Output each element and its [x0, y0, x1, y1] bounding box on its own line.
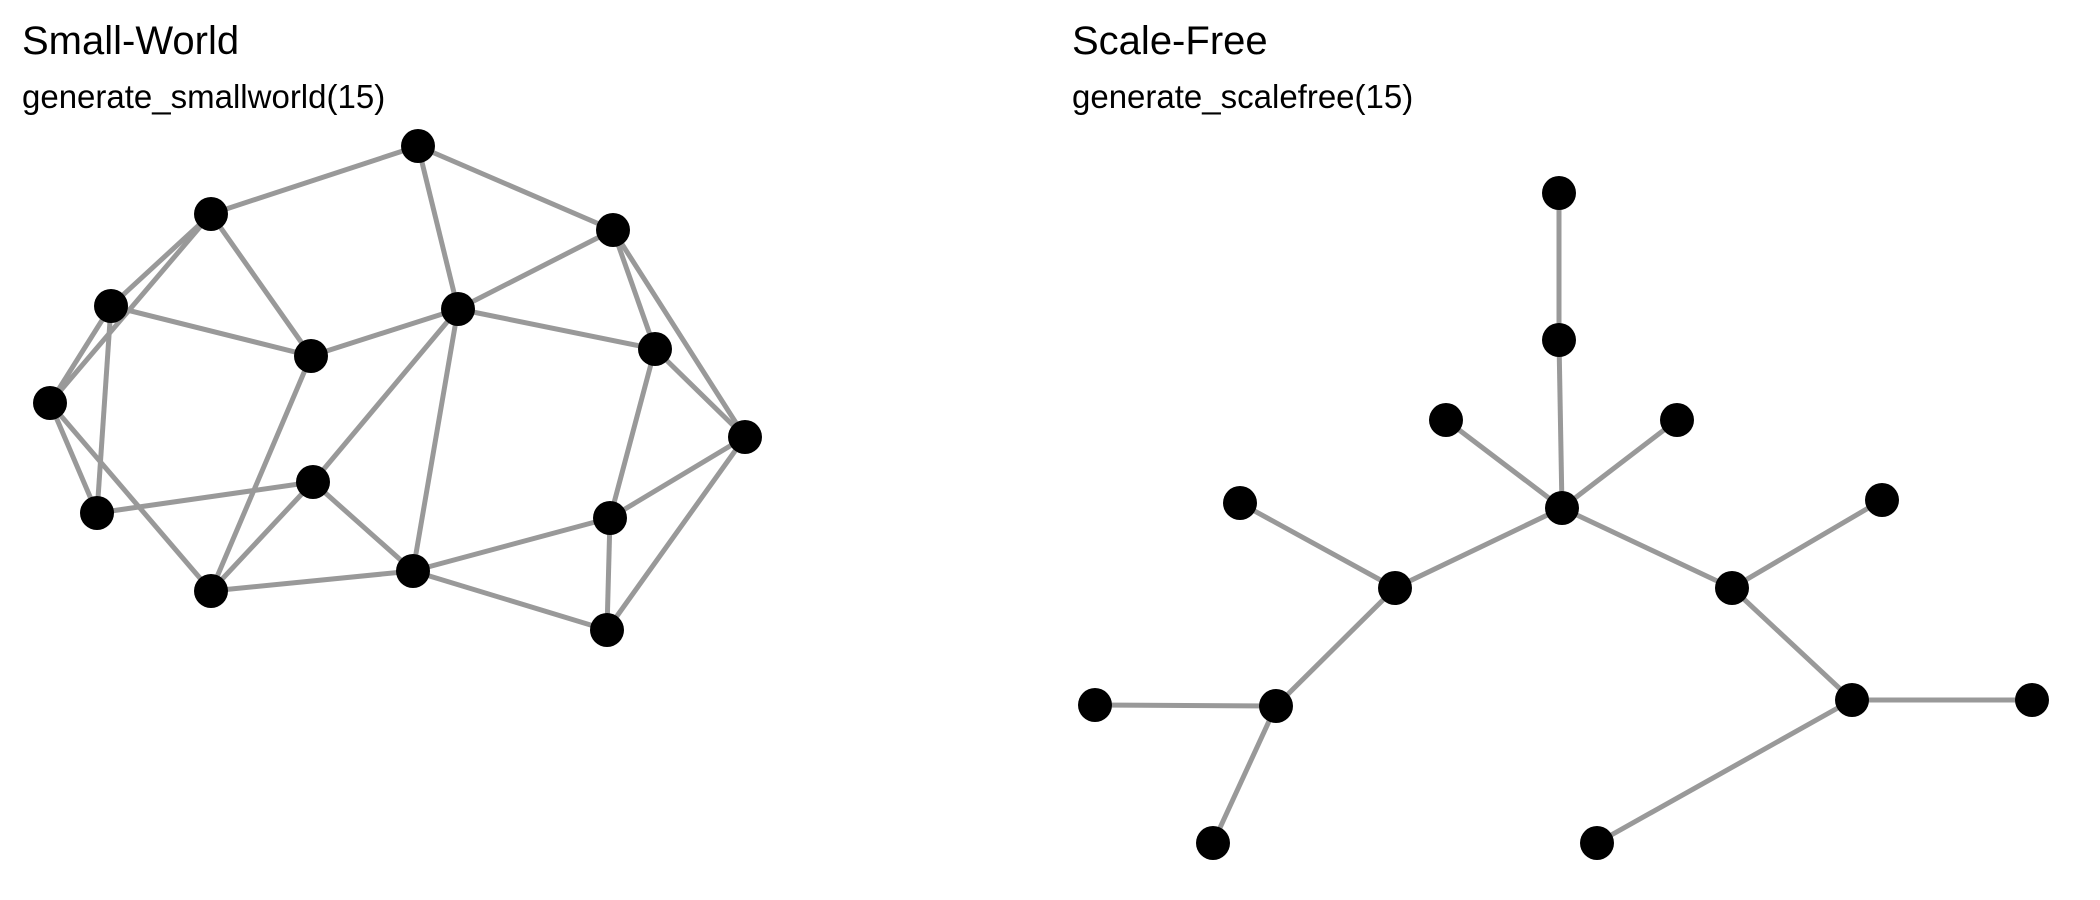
graph-node — [1660, 403, 1694, 437]
graph-node — [1545, 491, 1579, 525]
graph-node — [1259, 689, 1293, 723]
panel-title-scale-free: Scale-Free — [1072, 19, 1268, 63]
graph-edge — [110, 303, 312, 359]
edge-layer-scale-free — [1094, 193, 2032, 846]
graph-edge — [1560, 418, 1679, 510]
graph-node — [590, 613, 624, 647]
graph-node — [1865, 483, 1899, 517]
graph-edge — [109, 212, 213, 308]
graph-edge — [47, 402, 100, 514]
graph-node — [1429, 403, 1463, 437]
graph-node — [296, 465, 330, 499]
panel-subtitle-scale-free: generate_scalefree(15) — [1072, 78, 1414, 115]
graph-edge — [607, 348, 658, 519]
graph-node — [94, 289, 128, 323]
graph-edge — [1595, 697, 1854, 846]
graph-edge — [1393, 505, 1564, 591]
graph-node — [1580, 826, 1614, 860]
edge-layer-small-world — [47, 143, 748, 633]
panel-title-small-world: Small-World — [22, 19, 240, 63]
graph-edge — [209, 480, 315, 593]
graph-node — [194, 574, 228, 608]
graph-node — [294, 339, 328, 373]
graph-edge — [1274, 586, 1397, 708]
graph-edge — [210, 568, 414, 594]
graph-edge — [604, 517, 613, 631]
graph-edge — [1444, 418, 1564, 510]
graph-edge — [610, 229, 658, 350]
panel-small-world: Small-World generate_smallworld(15) — [22, 19, 762, 647]
graph-edge — [604, 435, 748, 632]
network-graph-small-world — [33, 129, 762, 647]
graph-edge — [412, 515, 611, 574]
graph-node — [441, 292, 475, 326]
graph-edge — [1210, 704, 1279, 845]
panel-subtitle-small-world: generate_smallworld(15) — [22, 78, 386, 115]
graph-edge — [1238, 500, 1397, 591]
graph-node — [1223, 486, 1257, 520]
graph-node — [1542, 176, 1576, 210]
graph-edge — [608, 434, 747, 521]
graph-edge — [208, 212, 314, 358]
graph-edge — [410, 308, 461, 572]
graph-edge — [1560, 505, 1734, 591]
graph-node — [593, 501, 627, 535]
graph-edge — [412, 568, 608, 633]
graph-edge — [310, 306, 459, 359]
graph-edge — [1730, 586, 1854, 702]
graph-node — [1715, 571, 1749, 605]
graph-node — [1078, 688, 1112, 722]
network-graph-scale-free — [1078, 176, 2049, 860]
graph-edge — [1094, 702, 1277, 709]
graph-node — [1542, 323, 1576, 357]
graph-node — [396, 554, 430, 588]
graph-node — [1835, 683, 1869, 717]
graph-edge — [208, 355, 314, 592]
graph-edge — [47, 304, 114, 405]
node-layer-scale-free — [1078, 176, 2049, 860]
graph-edge — [610, 228, 748, 439]
graph-edge — [456, 227, 615, 312]
panel-scale-free: Scale-Free generate_scalefree(15) — [1050, 0, 2100, 900]
graph-node — [194, 197, 228, 231]
graph-node — [596, 213, 630, 247]
graph-node — [1196, 826, 1230, 860]
graph-node — [401, 129, 435, 163]
graph-edge — [48, 401, 213, 593]
node-layer-small-world — [33, 129, 762, 647]
graph-edge — [415, 145, 461, 310]
graph-node — [80, 496, 114, 530]
graph-edge — [417, 143, 614, 233]
graph-edge — [96, 479, 314, 516]
graph-node — [728, 420, 762, 454]
graph-edge — [311, 307, 460, 484]
graph-edge — [457, 306, 656, 352]
graph-node — [1378, 571, 1412, 605]
graph-node — [2015, 683, 2049, 717]
graph-edge — [210, 143, 419, 217]
graph-edge — [94, 305, 114, 514]
graph-node — [33, 386, 67, 420]
graph-edge — [1556, 339, 1565, 509]
graph-node — [638, 332, 672, 366]
graph-edge — [1730, 497, 1884, 591]
graph-edge — [311, 480, 415, 573]
graph-edge — [653, 347, 747, 439]
